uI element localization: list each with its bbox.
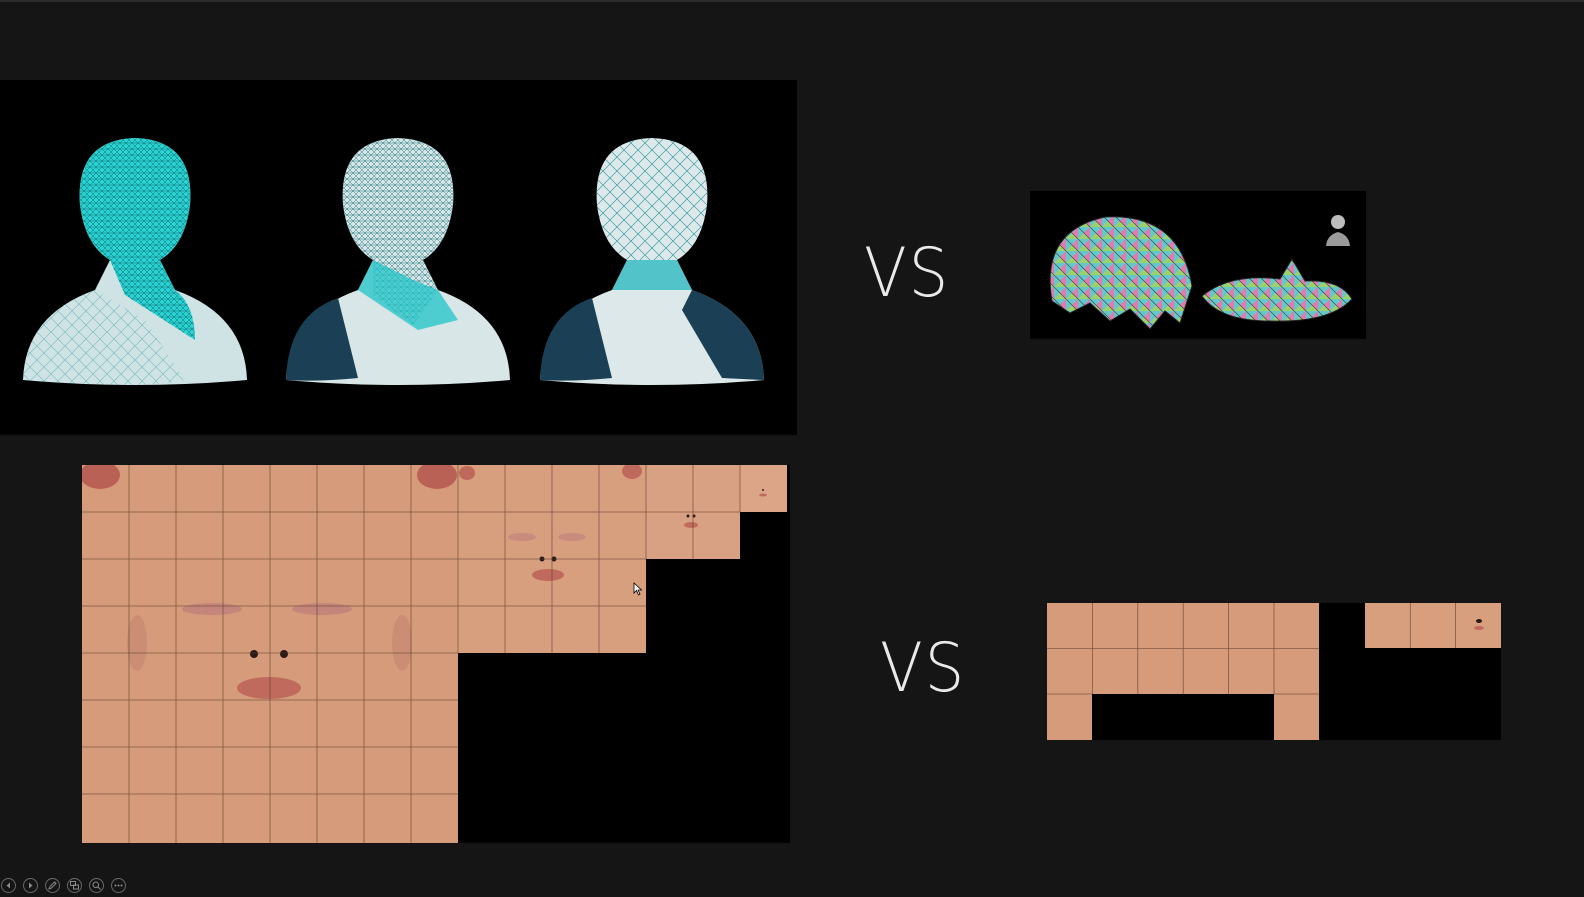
pen-icon bbox=[48, 880, 57, 890]
mouse-cursor-icon bbox=[633, 582, 643, 596]
head-renders-image bbox=[0, 80, 797, 435]
uv-island-skull bbox=[1049, 216, 1193, 330]
medium-face-features bbox=[508, 465, 642, 581]
head-render-3 bbox=[540, 138, 764, 385]
slides-icon bbox=[70, 880, 79, 889]
head-render-2 bbox=[286, 138, 510, 385]
pen-button[interactable] bbox=[45, 877, 60, 893]
zoom-button[interactable] bbox=[89, 877, 104, 893]
uv-island-face bbox=[1201, 258, 1353, 322]
next-icon bbox=[29, 882, 33, 888]
presenter-toolbar bbox=[0, 875, 126, 895]
previous-button[interactable] bbox=[1, 877, 16, 893]
slides-button[interactable] bbox=[67, 877, 82, 893]
uv-islands-image bbox=[1030, 191, 1366, 339]
vs-label-bottom: VS bbox=[880, 629, 967, 708]
head-render-1 bbox=[23, 138, 247, 385]
more-icon bbox=[114, 884, 123, 886]
mini-head-thumbnail bbox=[1326, 215, 1350, 246]
more-button[interactable] bbox=[111, 877, 126, 893]
texture-grid-image bbox=[82, 465, 790, 843]
small-texture-image bbox=[1047, 603, 1501, 740]
next-button[interactable] bbox=[23, 877, 38, 893]
zoom-icon bbox=[92, 881, 101, 890]
previous-icon bbox=[6, 882, 10, 888]
vs-label-top: VS bbox=[864, 234, 951, 313]
